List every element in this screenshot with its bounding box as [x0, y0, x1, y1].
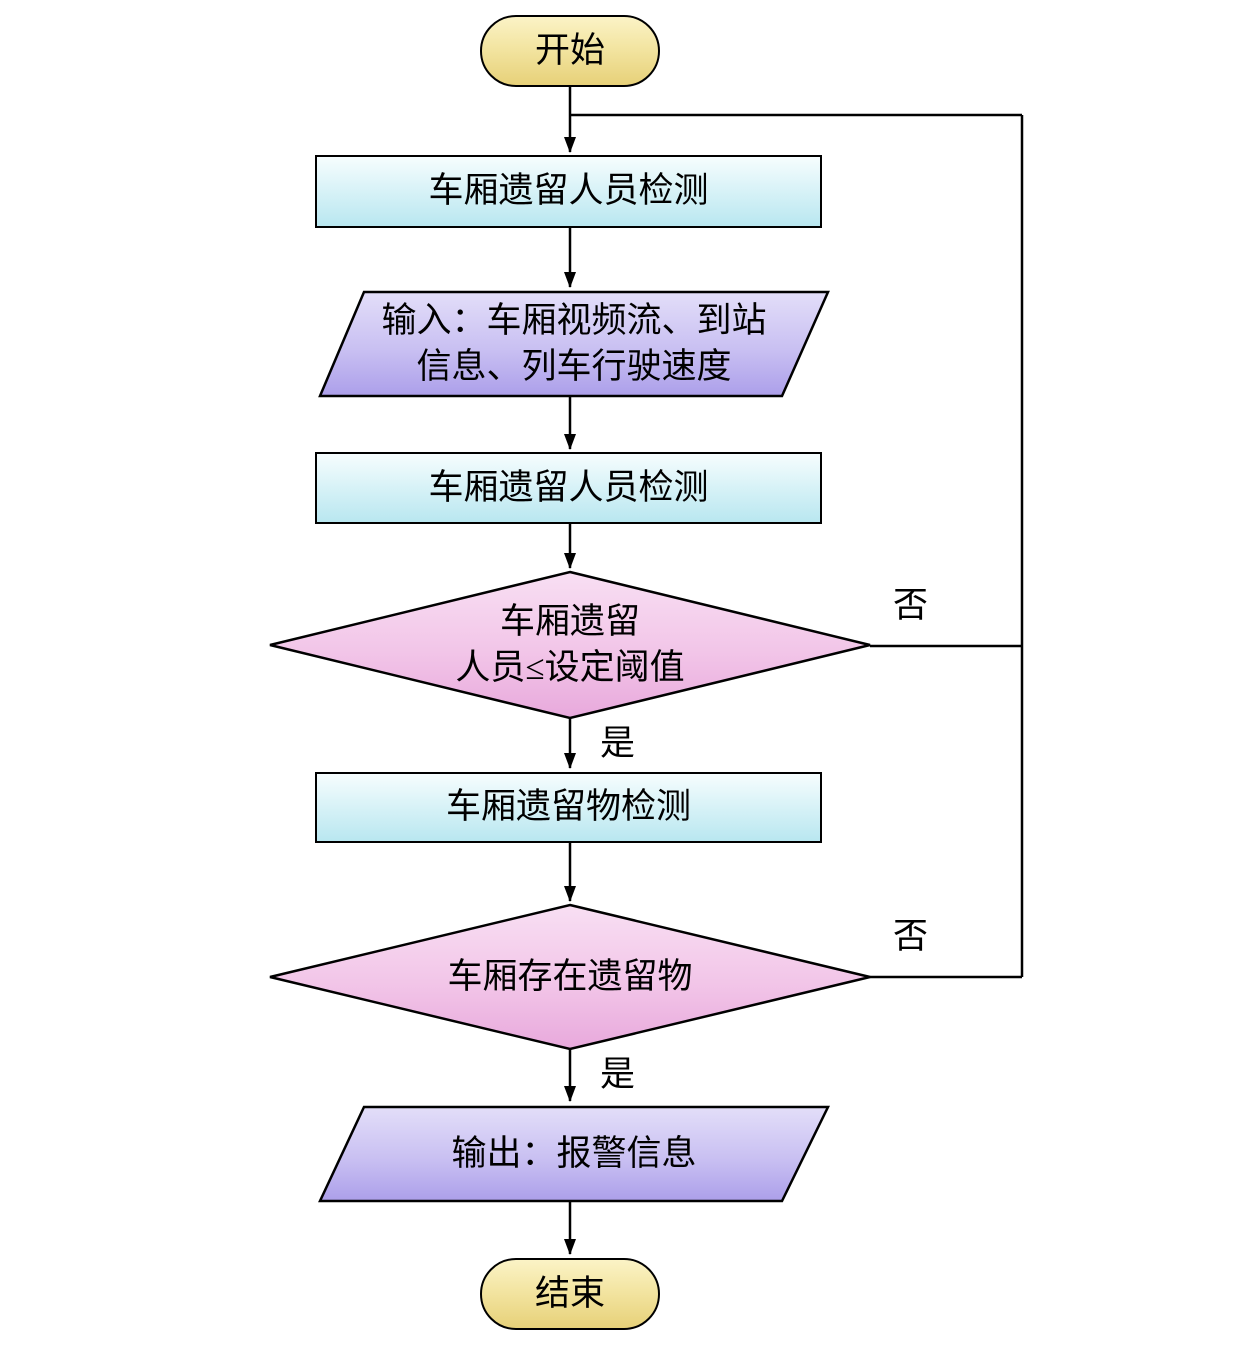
detect-person-top-label: 车厢遗留人员检测: [428, 171, 709, 211]
decision-person-label: 车厢遗留 人员≤设定阈值: [455, 599, 684, 691]
end-node: 结束: [480, 1258, 660, 1330]
decision-person-line1: 车厢遗留: [499, 601, 640, 641]
detect-person-node: 车厢遗留人员检测: [315, 452, 822, 524]
parallelogram-outline: [318, 290, 830, 398]
input-label-line2: 信息、列车行驶速度: [416, 347, 732, 386]
decision-object-node: 车厢存在遗留物: [268, 903, 872, 1051]
decision-person-line2: 人员≤设定阈值: [455, 648, 685, 687]
decision-person-node: 车厢遗留 人员≤设定阈值: [268, 570, 872, 720]
decision2-no-label: 否: [893, 917, 929, 956]
start-node: 开始: [480, 15, 660, 87]
output-node: 输出：报警信息: [318, 1105, 830, 1203]
end-label: 结束: [534, 1273, 605, 1313]
diamond-shape: [269, 570, 871, 720]
detect-object-label: 车厢遗留物检测: [445, 787, 691, 827]
diamond-outline: [269, 903, 871, 1051]
diamond-shape: [269, 903, 871, 1051]
input-label: 输入：车厢视频流、到站 信息、列车行驶速度: [381, 298, 766, 390]
detect-person-label: 车厢遗留人员检测: [428, 467, 709, 507]
detect-person-top-node: 车厢遗留人员检测: [315, 155, 822, 228]
parallelogram-shape: [318, 290, 830, 398]
decision2-yes-label: 是: [600, 1055, 636, 1094]
parallelogram-shape: [318, 1105, 830, 1203]
diamond-outline: [269, 570, 871, 720]
parallelogram-outline: [318, 1105, 830, 1203]
input-label-line1: 输入：车厢视频流、到站: [381, 300, 767, 340]
input-node: 输入：车厢视频流、到站 信息、列车行驶速度: [318, 290, 830, 398]
decision-object-label: 车厢存在遗留物: [447, 956, 693, 996]
start-label: 开始: [534, 30, 605, 70]
detect-object-node: 车厢遗留物检测: [315, 772, 822, 843]
decision1-yes-label: 是: [600, 724, 636, 763]
decision1-no-label: 否: [893, 586, 929, 625]
output-label: 输出：报警信息: [451, 1133, 697, 1173]
